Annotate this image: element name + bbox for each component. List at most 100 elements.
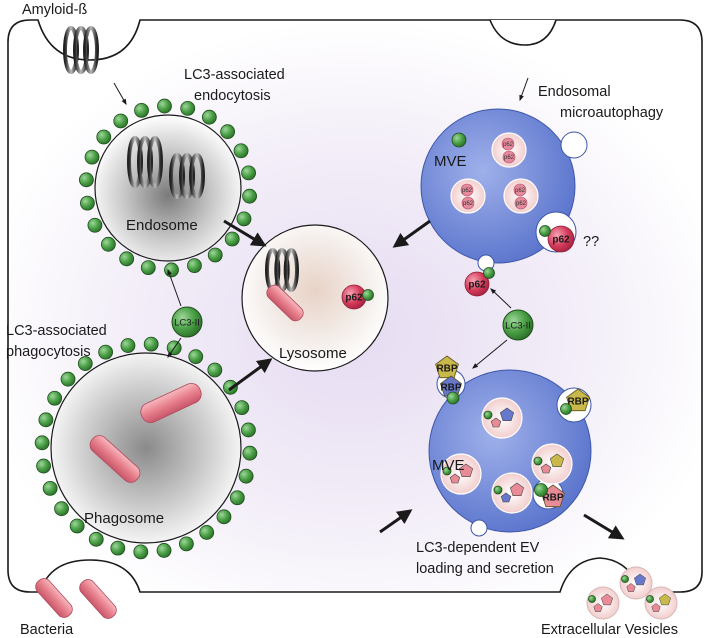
lc3-particle bbox=[96, 129, 112, 145]
lc3-particle bbox=[560, 403, 572, 415]
lc3-particle bbox=[442, 466, 452, 476]
lc3-particle bbox=[229, 490, 245, 506]
lc3-particle bbox=[156, 543, 172, 558]
lc3-endocytosis-label-line2: endocytosis bbox=[194, 88, 271, 104]
p62-mini bbox=[501, 137, 515, 151]
mve-bottom-notch bbox=[470, 519, 488, 537]
bacteria-rod bbox=[79, 579, 117, 619]
cell-membrane bbox=[7, 19, 703, 593]
ev-cargo-small bbox=[651, 603, 661, 612]
arrow-microautophagy bbox=[519, 77, 529, 102]
p62-label: p62 bbox=[552, 235, 570, 246]
amyloid-helix-icon bbox=[63, 26, 99, 74]
lc3-particle bbox=[60, 371, 76, 387]
p62-mini-label: p62 bbox=[504, 155, 515, 161]
ev-cargo bbox=[659, 593, 671, 606]
rbp-label: RBP bbox=[436, 364, 457, 375]
ev-cargo-small bbox=[593, 603, 603, 612]
ev-cargo-small bbox=[626, 583, 636, 592]
lc3-particle bbox=[110, 540, 126, 556]
lc3-particle bbox=[201, 109, 217, 125]
p62-particle bbox=[547, 225, 575, 253]
lc3-particle bbox=[646, 595, 654, 603]
p62-label: p62 bbox=[345, 293, 363, 304]
rbp-label: RBP bbox=[440, 383, 461, 394]
lc3-particle bbox=[88, 531, 104, 547]
lc3-particle bbox=[133, 544, 149, 560]
rbp-label: RBP bbox=[542, 493, 563, 504]
arrow-secretion bbox=[583, 513, 625, 540]
lc3-particle bbox=[242, 188, 257, 204]
arrow-mve-lysosome bbox=[392, 219, 431, 248]
lc3-particle bbox=[42, 480, 58, 496]
helix-coil bbox=[189, 153, 205, 199]
lc3-particle bbox=[236, 211, 252, 227]
lc3-particle bbox=[241, 422, 256, 438]
lc3-particle bbox=[54, 501, 69, 517]
helix-coil bbox=[283, 248, 300, 292]
rbp-yellow-right bbox=[566, 388, 590, 412]
endosomal-microautophagy-label-line2: microautophagy bbox=[560, 105, 664, 121]
p62-mini bbox=[513, 183, 527, 197]
lysosome-group: p62 bbox=[241, 224, 389, 372]
lc3-particle bbox=[36, 458, 51, 474]
mve-top-label: MVE bbox=[434, 153, 467, 170]
lc3-ii-marker bbox=[171, 306, 203, 338]
lc3-particle bbox=[534, 483, 548, 497]
p62-label: p62 bbox=[468, 280, 486, 291]
lc3-particle bbox=[38, 412, 54, 428]
ilv-rbp bbox=[499, 407, 515, 422]
p62-mini-label: p62 bbox=[516, 201, 527, 207]
lc3-endocytosis-label-line1: LC3-associated bbox=[184, 67, 285, 83]
lc3-particle bbox=[242, 445, 258, 461]
bacteria-rod bbox=[35, 578, 73, 618]
lc3-particle bbox=[119, 251, 135, 267]
lc3-particle bbox=[143, 336, 159, 352]
p62-mini-label: p62 bbox=[462, 188, 473, 194]
p62-particle bbox=[464, 271, 490, 297]
amyloid-helix-icon bbox=[169, 153, 205, 199]
mve-top-body bbox=[420, 108, 576, 264]
endosome-label: Endosome bbox=[126, 217, 198, 234]
lc3-particle bbox=[140, 260, 156, 275]
lc3-particle bbox=[180, 101, 196, 116]
lc3-particle bbox=[87, 217, 103, 233]
ilv-rbp-small bbox=[449, 473, 461, 484]
mve-bottom-group: RBP RBP RBP RBP bbox=[428, 355, 592, 537]
lc3-ii-marker bbox=[502, 309, 534, 341]
lc3-phagocytosis-label-line1: LC3-associated bbox=[6, 323, 107, 339]
lc3-particle bbox=[238, 468, 254, 484]
lc3-particle bbox=[533, 456, 543, 466]
endosome-body bbox=[94, 114, 242, 262]
arrow-phagosome-lysosome bbox=[228, 358, 273, 392]
bacteria-rod bbox=[89, 435, 141, 483]
rbp-label: RBP bbox=[567, 397, 588, 408]
lc3-particle bbox=[233, 143, 249, 159]
lc3-particle bbox=[241, 165, 256, 181]
lc3-particle bbox=[80, 195, 95, 211]
helix-coil bbox=[83, 26, 99, 74]
question-marks: ?? bbox=[583, 234, 599, 250]
p62-mini bbox=[461, 196, 475, 210]
ilv-rbp-small bbox=[500, 492, 512, 503]
lc3-particle bbox=[98, 344, 114, 360]
lc3-particle bbox=[79, 172, 94, 188]
lc3-particle bbox=[34, 435, 50, 451]
ev-cargo bbox=[634, 573, 646, 586]
rbp-yellow-top bbox=[435, 355, 459, 379]
p62-mini-label: p62 bbox=[463, 201, 474, 207]
lysosome-label: Lysosome bbox=[279, 345, 347, 362]
membrane-notch-top-right bbox=[489, 19, 557, 46]
p62-mini-label: p62 bbox=[515, 188, 526, 194]
arrow-lc3-to-rbp bbox=[472, 339, 508, 369]
mve-bottom-label: MVE bbox=[432, 457, 465, 474]
lc3-phagocytosis-label-line2: phagocytosis bbox=[6, 344, 91, 360]
lc3-ii-label: LC3-II bbox=[174, 318, 200, 329]
ilv-rbp bbox=[509, 482, 525, 497]
lc3-particle bbox=[178, 536, 194, 552]
bacteria-label: Bacteria bbox=[20, 622, 74, 638]
lc3-particle bbox=[539, 225, 551, 237]
